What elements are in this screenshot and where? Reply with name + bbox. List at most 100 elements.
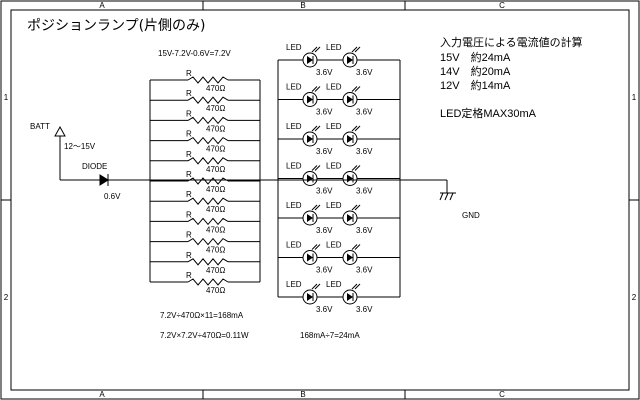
led-emission-arrow: [311, 165, 318, 171]
led-emission-arrow: [311, 46, 318, 53]
resistor-ref: R: [186, 89, 192, 98]
resistor-value: 470Ω: [206, 185, 225, 194]
resistor-zigzag: [187, 197, 229, 205]
resistor-calc-top: 15V-7.2V-0.6V=7.2V: [158, 49, 231, 58]
led-anode: [307, 56, 313, 64]
resistor-power-calc: 7.2V×7.2V÷470Ω=0.11W: [160, 331, 249, 340]
resistor-ref: R: [186, 190, 192, 199]
led-body: [302, 250, 318, 265]
resistor-zigzag: [187, 237, 229, 246]
resistor-value: 470Ω: [206, 84, 225, 93]
led-body: [302, 289, 318, 305]
led-emission-arrow: [311, 283, 318, 290]
led-emission-arrow: [351, 46, 358, 53]
led-body: [342, 210, 358, 226]
led-emission-arrow: [354, 46, 361, 53]
led-emission-arrow: [354, 86, 361, 92]
led-emission-arrow: [351, 86, 358, 92]
led-label: LED: [326, 43, 342, 52]
col-label-a-bottom: A: [99, 390, 105, 399]
resistor-value: 470Ω: [206, 246, 225, 255]
led-label: LED: [286, 43, 302, 52]
resistor-zigzag: [187, 177, 229, 185]
resistor-ref: R: [186, 210, 192, 219]
battery-voltage: 12～15V: [64, 142, 96, 151]
led-anode: [347, 214, 353, 222]
resistor-value: 470Ω: [206, 165, 225, 174]
diode-label: DIODE: [82, 162, 107, 171]
led-emission-arrow: [354, 165, 361, 171]
led-forward-voltage: 3.6V: [316, 108, 333, 117]
led-anode: [347, 293, 353, 301]
col-label-b-top: B: [300, 1, 305, 10]
led-label: LED: [286, 241, 302, 250]
resistor-zigzag: [187, 157, 229, 165]
led-emission-arrow: [314, 125, 321, 132]
led-anode: [347, 56, 353, 64]
led-emission-arrow: [314, 86, 321, 92]
led-forward-voltage: 3.6V: [356, 226, 373, 235]
led-forward-voltage: 3.6V: [316, 147, 333, 156]
led-forward-voltage: 3.6V: [316, 68, 333, 77]
led-body: [342, 250, 358, 265]
led-anode: [307, 214, 313, 222]
led-array: LED LED 3.6V 3.6V LED LED 3.6V 3.6V LED LED 3.6V 3.…: [277, 43, 401, 314]
led-forward-voltage: 3.6V: [316, 226, 333, 235]
resistor-ref: R: [186, 231, 192, 240]
resistor-zigzag: [187, 116, 229, 125]
led-forward-voltage: 3.6V: [356, 305, 373, 314]
resistor-value: 470Ω: [206, 205, 225, 214]
led-label: LED: [286, 201, 302, 210]
resistor-ref: R: [186, 150, 192, 159]
schematic-title: ポジションランプ(片側のみ): [27, 18, 206, 34]
resistor-array: R470ΩR470ΩR470ΩR470ΩR470ΩR470ΩR470ΩR470Ω…: [149, 69, 261, 295]
resistor-ref: R: [186, 109, 192, 118]
led-forward-voltage: 3.6V: [356, 266, 373, 275]
led-forward-voltage: 3.6V: [316, 187, 333, 196]
led-body: [342, 52, 358, 68]
ground-label: GND: [462, 211, 480, 220]
resistor-value: 470Ω: [206, 145, 225, 154]
led-forward-voltage: 3.6V: [316, 305, 333, 314]
resistor-value: 470Ω: [206, 286, 225, 295]
led-anode: [307, 253, 313, 262]
led-label: LED: [326, 162, 342, 171]
led-forward-voltage: 3.6V: [356, 187, 373, 196]
row-label-2-left: 2: [4, 293, 9, 302]
diode-drop: 0.6V: [104, 192, 121, 201]
led-body: [302, 92, 318, 107]
led-anode: [347, 253, 353, 262]
led-label: LED: [286, 162, 302, 171]
led-forward-voltage: 3.6V: [356, 68, 373, 77]
led-emission-arrow: [311, 204, 318, 211]
led-anode: [347, 95, 353, 104]
battery-label: BATT: [30, 122, 50, 131]
led-label: LED: [326, 241, 342, 250]
led-body: [342, 131, 358, 147]
led-forward-voltage: 3.6V: [356, 108, 373, 117]
resistor-current-calc: 7.2V÷470Ω×11=168mA: [160, 311, 244, 320]
led-anode: [307, 135, 313, 143]
row-label-1-right: 1: [632, 93, 637, 102]
led-emission-arrow: [351, 244, 358, 250]
led-emission-arrow: [311, 244, 318, 250]
resistor-zigzag: [187, 136, 229, 145]
resistor-value: 470Ω: [206, 266, 225, 275]
led-emission-arrow: [351, 283, 358, 290]
led-emission-arrow: [311, 125, 318, 132]
col-label-b-bottom: B: [300, 390, 305, 399]
led-forward-voltage: 3.6V: [316, 266, 333, 275]
battery-terminal: [54, 125, 66, 180]
led-emission-arrow: [314, 165, 321, 171]
led-label: LED: [326, 201, 342, 210]
led-forward-voltage: 3.6V: [356, 147, 373, 156]
resistor-ref: R: [186, 251, 192, 260]
led-body: [302, 52, 318, 68]
resistor-zigzag: [187, 258, 229, 266]
led-label: LED: [326, 83, 342, 92]
led-label: LED: [286, 83, 302, 92]
led-emission-arrow: [354, 283, 361, 290]
col-label-c-bottom: C: [499, 390, 505, 399]
